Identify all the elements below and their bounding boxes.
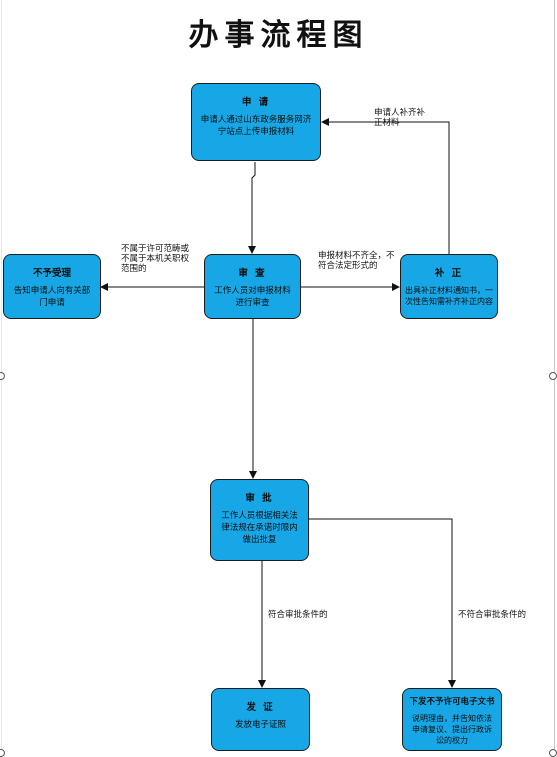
reject-box-title: 不予受理 bbox=[32, 268, 71, 279]
reject-box-body: 告知申请人向有关部门申请 bbox=[13, 286, 91, 308]
reject-box: 不予受理 告知申请人向有关部门申请 bbox=[3, 254, 101, 319]
arrow-supplement-to-apply bbox=[321, 118, 450, 254]
approve-box-title: 审 批 bbox=[245, 493, 274, 504]
issue-box-title: 发 证 bbox=[246, 702, 275, 713]
resize-handle-left[interactable] bbox=[0, 372, 5, 380]
apply-box: 申 请 申请人通过山东政务服务网济宁站点上传申报材料 bbox=[191, 83, 321, 161]
supplement-box: 补 正 出具补正材料通知书，一次性告知需补齐补正内容 bbox=[400, 254, 498, 319]
label-not-meets: 不符合审批条件的 bbox=[458, 610, 527, 620]
review-box-title: 审 查 bbox=[238, 268, 267, 279]
label-incomplete: 申报材料不齐全，不符合法定形式的 bbox=[318, 251, 395, 271]
issue-box-body: 发放电子证照 bbox=[234, 720, 286, 730]
apply-box-body: 申请人通过山东政务服务网济宁站点上传申报材料 bbox=[200, 115, 312, 137]
arrow-approve-to-deny bbox=[309, 518, 456, 688]
resize-handle-right[interactable] bbox=[549, 372, 557, 380]
label-out-of-scope: 不属于许可范畴或不属于本机关职权范围的 bbox=[121, 244, 190, 274]
supplement-box-body: 出具补正材料通知书，一次性告知需补齐补正内容 bbox=[405, 286, 493, 306]
deny-box-body: 说明理由，并告知依法申请复议、提出行政诉讼的权力 bbox=[412, 714, 492, 745]
page-title: 办事流程图 bbox=[188, 18, 369, 53]
review-box: 审 查 工作人员对申报材料进行审查 bbox=[204, 254, 301, 319]
approve-box: 审 批 工作人员根据相关法律法规在承诺时限内做出批复 bbox=[210, 479, 309, 561]
resize-handle-bottom-left[interactable] bbox=[0, 749, 5, 757]
label-meets: 符合审批条件的 bbox=[268, 610, 328, 620]
approve-box-body: 工作人员根据相关法律法规在承诺时限内做出批复 bbox=[221, 511, 298, 545]
review-box-body: 工作人员对申报材料进行审查 bbox=[214, 286, 291, 308]
resize-handle-bottom-right[interactable] bbox=[549, 749, 557, 757]
issue-box: 发 证 发放电子证照 bbox=[211, 688, 310, 751]
apply-box-title: 申 请 bbox=[241, 97, 271, 108]
deny-box-title: 下发不予许可电子文书 bbox=[409, 697, 495, 707]
label-resubmit: 申请人补齐补正材料 bbox=[374, 108, 426, 128]
deny-box: 下发不予许可电子文书 说明理由，并告知依法申请复议、提出行政诉讼的权力 bbox=[402, 688, 502, 751]
arrow-apply-to-review bbox=[248, 162, 256, 254]
supplement-box-title: 补 正 bbox=[434, 268, 464, 279]
